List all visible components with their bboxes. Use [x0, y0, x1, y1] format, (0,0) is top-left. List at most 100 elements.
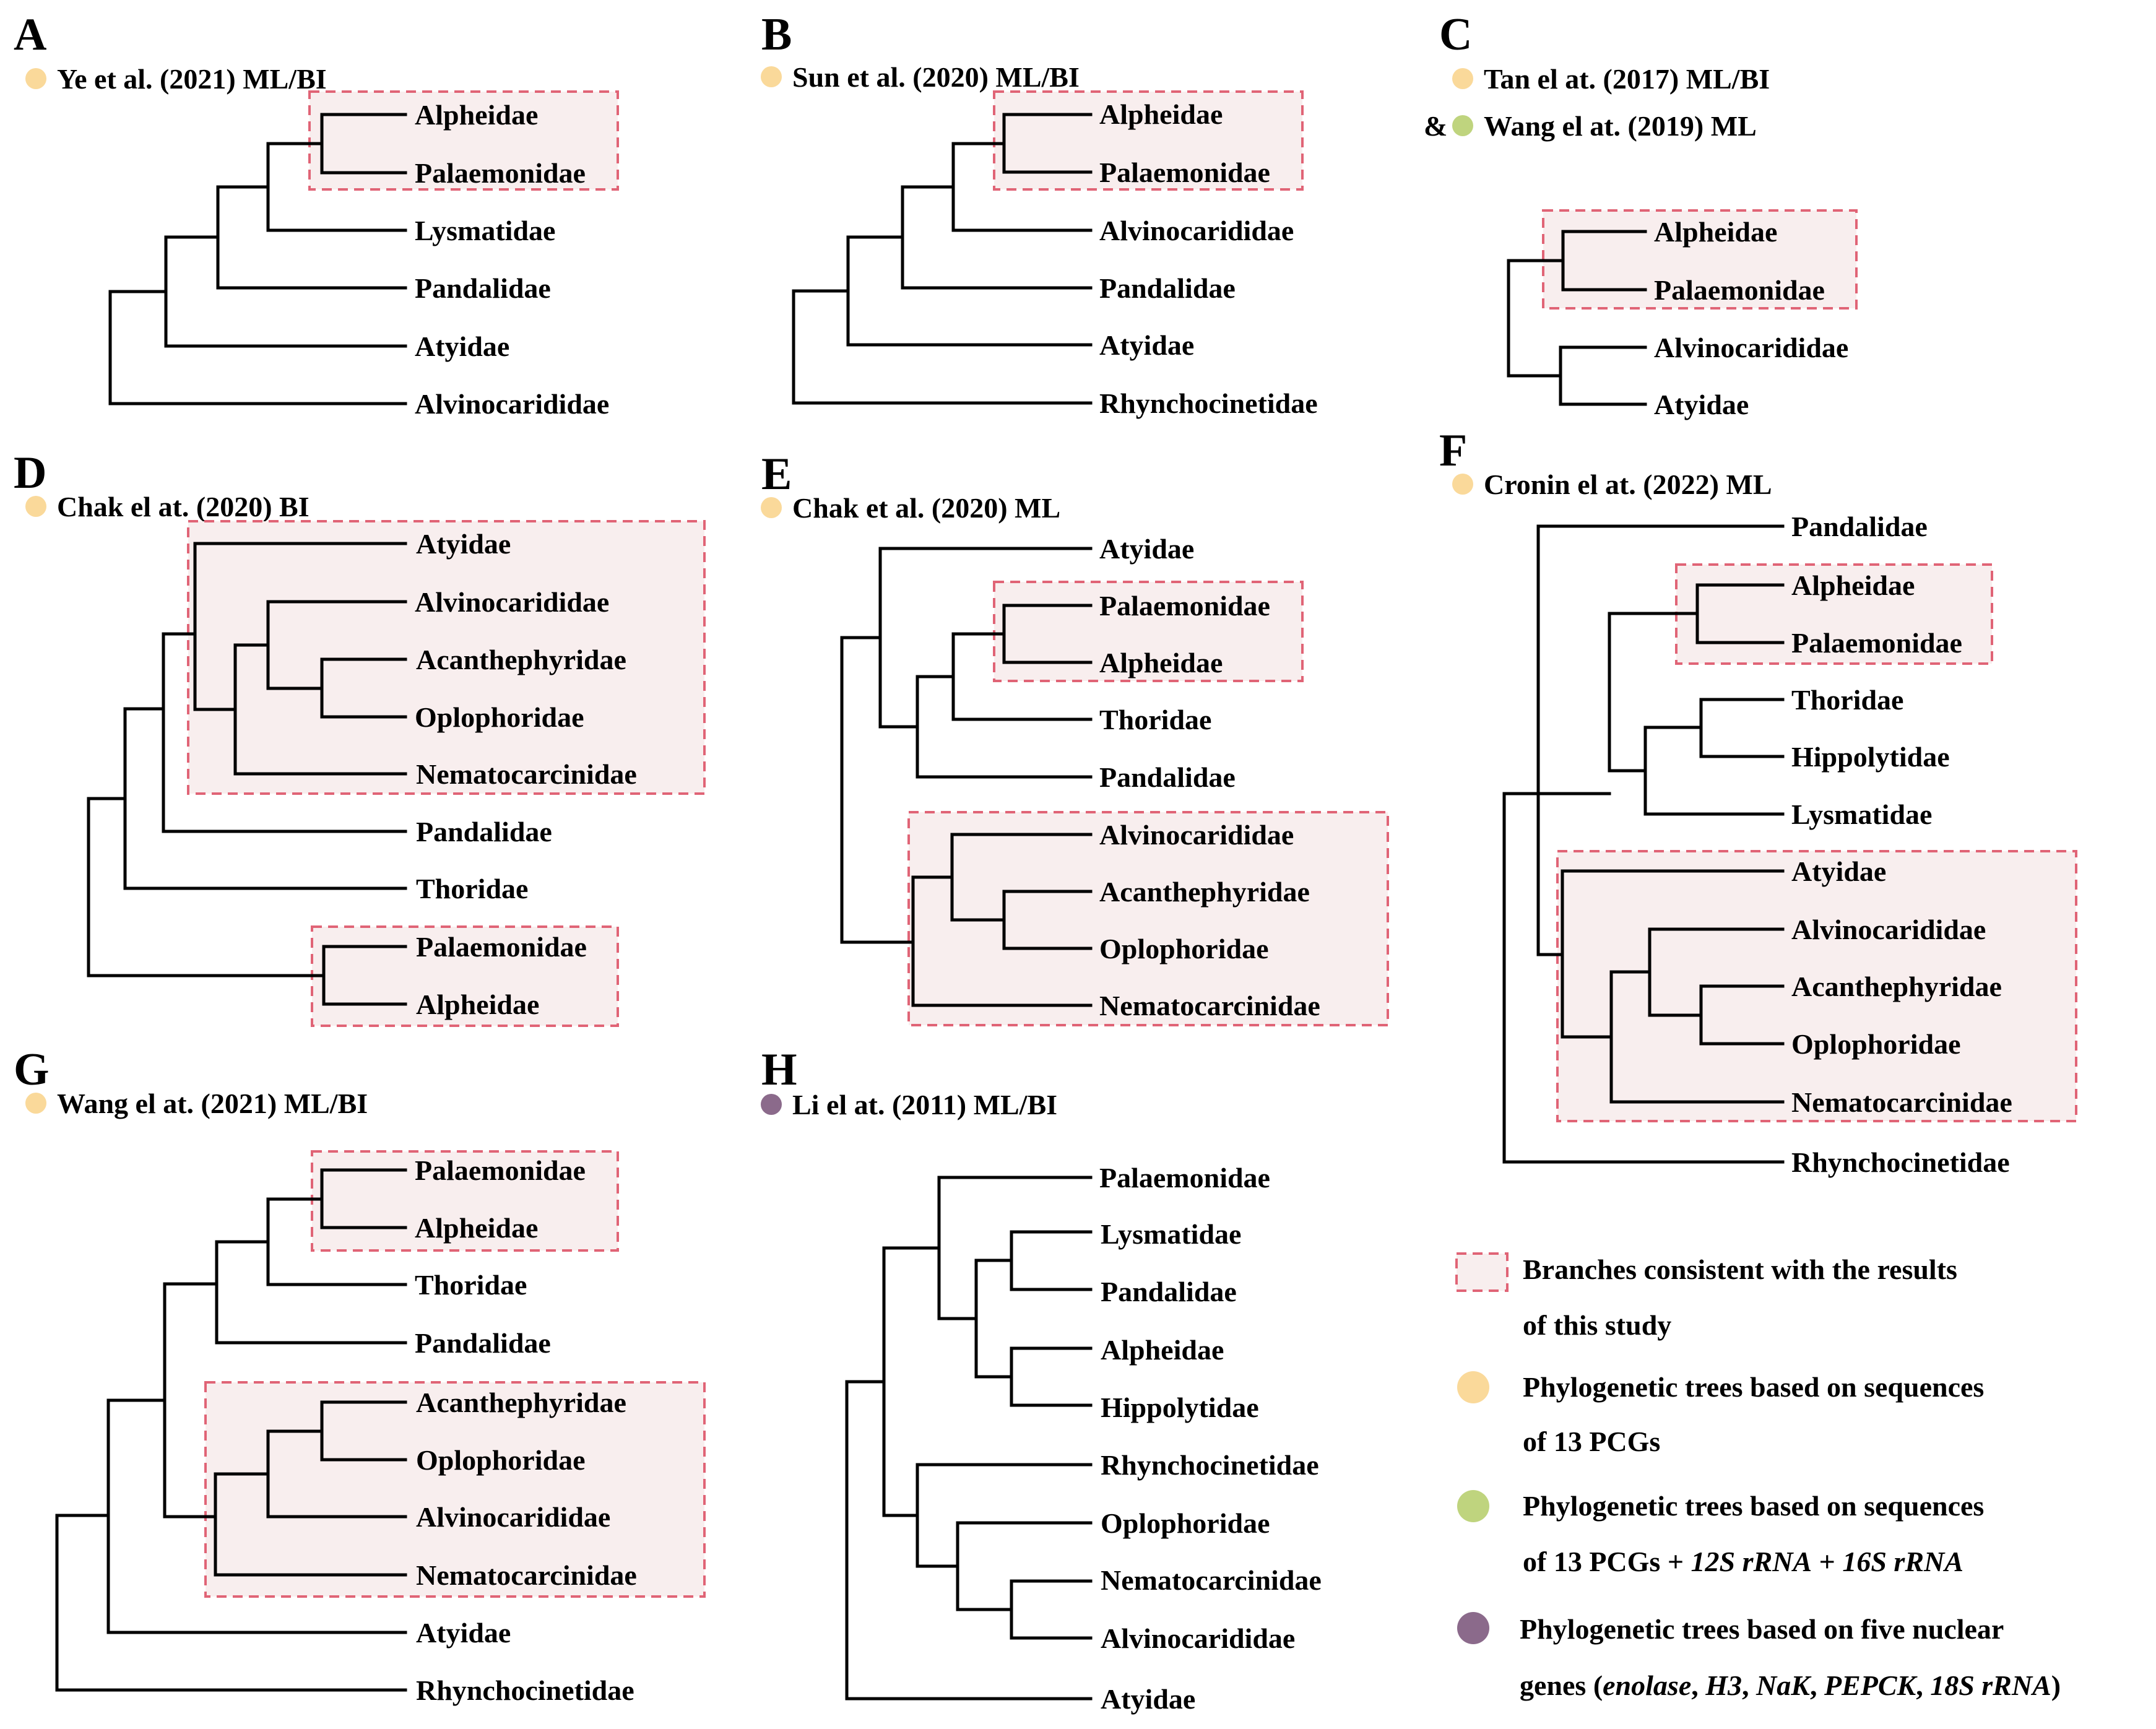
taxon-label: Palaemonidae	[415, 157, 586, 189]
panel-h: H Li el at. (2011) ML/BI Palaemonidae Ly…	[761, 1044, 1322, 1715]
pcg-marker-icon	[25, 1093, 46, 1114]
panel-title: Tan el at. (2017) ML/BI	[1484, 63, 1770, 95]
panel-title: Ye et al. (2021) ML/BI	[57, 63, 327, 95]
taxon-label: Nematocarcinidae	[416, 1559, 637, 1591]
taxon-label: Alvinocarididae	[415, 586, 609, 618]
taxon-label: Alpheidae	[1099, 647, 1223, 678]
taxon-label: Alvinocarididae	[415, 388, 609, 420]
panel-label: H	[761, 1044, 797, 1095]
taxon-label: Pandalidae	[1791, 511, 1928, 542]
taxon-label: Alvinocarididae	[1101, 1623, 1295, 1654]
taxon-label: Alvinocarididae	[416, 1501, 610, 1533]
legend-nuclear-line1: Phylogenetic trees based on five nuclear	[1520, 1613, 2004, 1645]
taxon-label: Rhynchocinetidae	[1099, 388, 1318, 419]
consistent-branch-box	[187, 520, 706, 795]
taxon-label: Lysmatidae	[1101, 1218, 1241, 1250]
legend-box-text-line1: Branches consistent with the results	[1523, 1254, 1957, 1285]
tree-branches	[845, 1176, 1093, 1701]
legend-nuclear-line2: genes (enolase, H3, NaK, PEPCK, 18S rRNA…	[1520, 1670, 2061, 1701]
consistent-branch-box	[1556, 850, 2077, 1122]
taxon-label: Alvinocarididae	[1791, 914, 1986, 945]
panel-label: B	[761, 9, 792, 60]
taxon-label: Pandalidae	[1101, 1276, 1237, 1307]
panel-title-ampersand: &	[1424, 110, 1447, 142]
legend-pcg-line1: Phylogenetic trees based on sequences	[1523, 1371, 1984, 1403]
taxon-label: Thoridae	[1099, 704, 1211, 735]
panel-f: F Cronin el at. (2022) ML Pandalidae Alp…	[1439, 425, 2077, 1178]
taxon-label: Lysmatidae	[415, 215, 555, 246]
taxon-label: Lysmatidae	[1791, 799, 1932, 830]
tree-branches	[87, 542, 407, 1006]
taxon-label: Rhynchocinetidae	[1101, 1449, 1319, 1481]
taxon-label: Palaemonidae	[1099, 157, 1270, 188]
taxon-label: Atyidae	[1099, 329, 1194, 361]
taxon-label: Alpheidae	[1654, 216, 1777, 248]
taxon-label: Pandalidae	[416, 816, 552, 847]
panel-d: D Chak el at. (2020) BI Atyidae Alvinoca…	[14, 448, 706, 1027]
panel-label: A	[14, 9, 46, 60]
taxon-label: Thoridae	[415, 1269, 527, 1301]
pcg-marker-icon	[761, 66, 782, 87]
consistent-branch-box	[993, 581, 1304, 682]
tree-branches	[55, 1168, 407, 1692]
legend-pcg-rrna-marker-icon	[1457, 1490, 1489, 1522]
tree-branches	[1507, 230, 1647, 406]
panel-title: Chak et al. (2020) ML	[792, 492, 1060, 524]
panel-c: C Tan el at. (2017) ML/BI & Wang el at. …	[1424, 9, 1858, 420]
tree-branches	[108, 113, 407, 405]
taxon-label: Pandalidae	[1099, 761, 1236, 793]
pcg-marker-icon	[25, 68, 46, 89]
panel-title: Cronin el at. (2022) ML	[1484, 469, 1772, 500]
taxon-label: Nematocarcinidae	[1099, 990, 1320, 1021]
taxon-label: Pandalidae	[1099, 272, 1236, 304]
consistent-branch-box	[204, 1381, 706, 1598]
taxon-label: Alvinocarididae	[1099, 215, 1294, 246]
panel-title: Chak el at. (2020) BI	[57, 491, 310, 522]
taxon-label: Palaemonidae	[416, 931, 587, 963]
taxon-label: Atyidae	[1101, 1683, 1195, 1715]
taxon-label: Oplophoridae	[1099, 933, 1269, 964]
taxon-label: Hippolytidae	[1791, 741, 1950, 773]
panel-label: F	[1439, 425, 1467, 476]
panel-title-secondary: Wang el at. (2019) ML	[1484, 110, 1757, 142]
panel-title: Sun et al. (2020) ML/BI	[792, 61, 1080, 93]
taxon-label: Alpheidae	[1791, 570, 1915, 601]
taxon-label: Atyidae	[416, 1617, 511, 1649]
panel-label: G	[14, 1044, 50, 1095]
pcg-marker-icon	[761, 497, 782, 518]
taxon-label: Oplophoridae	[416, 1444, 586, 1476]
taxon-label: Atyidae	[1791, 856, 1886, 887]
taxon-label: Atyidae	[416, 528, 511, 560]
taxon-label: Nematocarcinidae	[1101, 1564, 1322, 1596]
taxon-label: Oplophoridae	[1791, 1028, 1961, 1060]
panel-a: A Ye et al. (2021) ML/BI Alpheidae Palae…	[14, 9, 619, 420]
taxon-label: Palaemonidae	[1791, 627, 1962, 659]
consistent-branch-box	[311, 1150, 619, 1252]
pcg-marker-icon	[1452, 474, 1473, 495]
taxon-label: Nematocarcinidae	[416, 758, 637, 790]
tree-branches	[792, 113, 1093, 405]
taxon-label: Pandalidae	[415, 272, 551, 304]
taxon-label: Thoridae	[1791, 684, 1903, 716]
taxon-label: Alpheidae	[415, 99, 538, 131]
taxon-label: Alpheidae	[416, 989, 539, 1020]
taxon-label: Palaemonidae	[1099, 1162, 1270, 1194]
taxon-label: Thoridae	[416, 873, 528, 904]
consistent-branch-box	[1542, 209, 1858, 310]
legend-nuclear-marker-icon	[1457, 1612, 1489, 1644]
tree-branches	[840, 547, 1093, 1007]
taxon-label: Alpheidae	[415, 1212, 538, 1244]
taxon-label: Atyidae	[1654, 389, 1749, 420]
nuclear-marker-icon	[761, 1094, 782, 1115]
pcg-rrna-marker-icon	[1452, 115, 1473, 136]
taxon-label: Atyidae	[415, 331, 509, 362]
taxon-label: Pandalidae	[415, 1327, 551, 1359]
panel-g: G Wang el at. (2021) ML/BI Palaemonidae …	[14, 1044, 706, 1706]
panel-label: C	[1439, 9, 1472, 60]
legend-box-swatch	[1455, 1252, 1509, 1292]
taxon-label: Palaemonidae	[1654, 274, 1825, 306]
consistent-branch-box	[311, 925, 619, 1027]
taxon-label: Oplophoridae	[1101, 1507, 1270, 1539]
taxon-label: Nematocarcinidae	[1791, 1086, 2012, 1118]
taxon-label: Atyidae	[1099, 533, 1194, 565]
